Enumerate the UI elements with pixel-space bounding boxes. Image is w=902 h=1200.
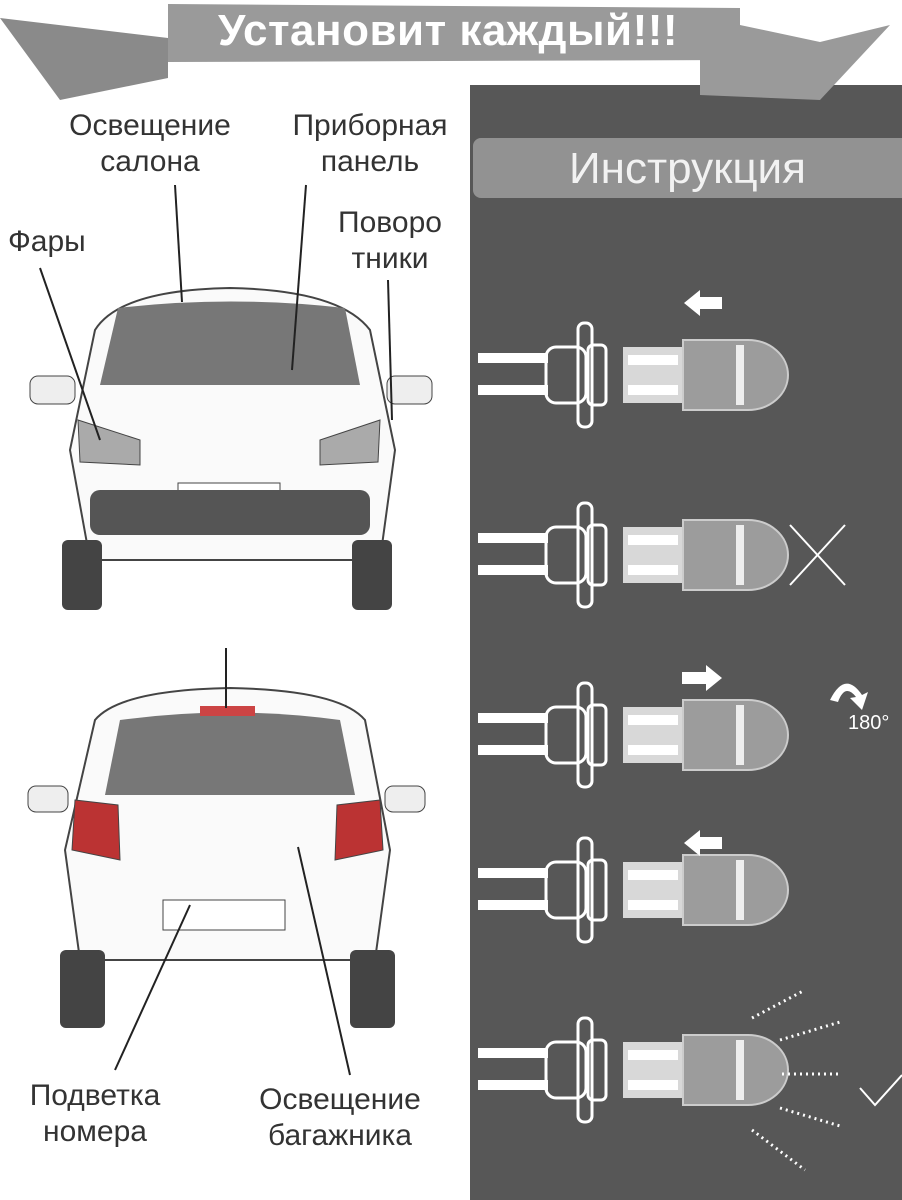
label-headlights: Фары — [8, 225, 86, 258]
step-3-bulb — [476, 681, 790, 789]
arrow-left-icon — [684, 830, 722, 856]
rotation-label: 180° — [848, 712, 890, 734]
banner-title: Установит каждый!!! — [217, 6, 679, 55]
banner-ribbon — [0, 4, 890, 100]
arrow-left-icon — [684, 290, 722, 316]
step-5-bulb — [476, 1016, 790, 1124]
rear-car — [27, 686, 426, 1028]
front-car — [29, 286, 433, 610]
light-rays-icon — [751, 988, 842, 1172]
check-icon — [859, 1074, 902, 1107]
bulb-steps — [476, 321, 790, 1124]
pointer-lines — [39, 184, 393, 1076]
step-1-bulb — [476, 321, 790, 429]
instruction-title: Инструкция — [473, 138, 902, 198]
rotate-icon — [830, 683, 868, 710]
step-2-bulb — [476, 501, 790, 609]
instruction-panel — [470, 85, 902, 1200]
step-4-bulb — [476, 836, 790, 944]
arrow-right-icon — [682, 665, 722, 691]
cross-icon — [789, 524, 846, 586]
